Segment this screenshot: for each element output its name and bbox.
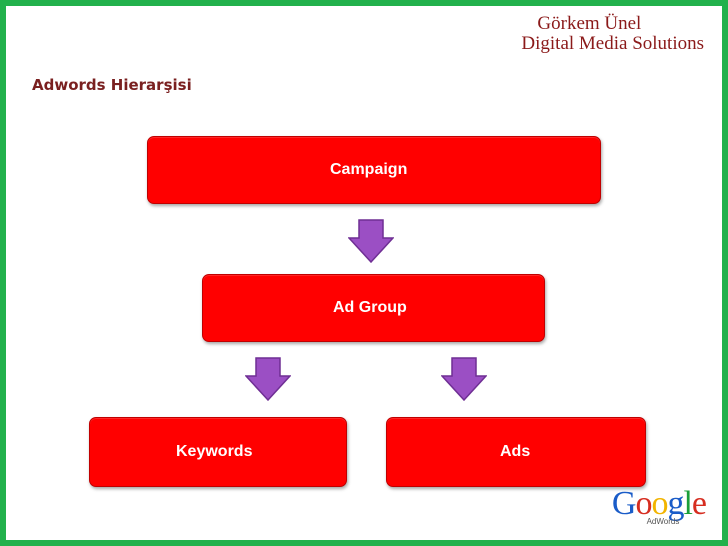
brand-header: Görkem Ünel Digital Media Solutions bbox=[521, 14, 704, 54]
brand-name: Görkem Ünel bbox=[537, 13, 642, 34]
keywords-label: Keywords bbox=[176, 443, 253, 460]
google-adwords-logo: Google AdWords bbox=[611, 485, 707, 527]
ad-group-label: Ad Group bbox=[333, 299, 407, 316]
ads-box: Ads bbox=[386, 417, 646, 487]
arrow-down-icon bbox=[348, 219, 394, 263]
arrow-down-icon bbox=[245, 357, 291, 401]
logo-letter: g bbox=[667, 485, 684, 522]
google-wordmark: Google bbox=[611, 485, 707, 522]
adwords-label: AdWords bbox=[646, 517, 680, 526]
logo-letter: o bbox=[635, 485, 652, 522]
logo-letter: o bbox=[651, 485, 668, 522]
brand-subtitle: Digital Media Solutions bbox=[521, 33, 704, 54]
logo-letter: e bbox=[691, 485, 707, 522]
logo-letter: G bbox=[611, 485, 637, 522]
campaign-box: Campaign bbox=[147, 136, 601, 204]
keywords-box: Keywords bbox=[89, 417, 347, 487]
arrow-down-icon bbox=[441, 357, 487, 401]
logo-letter: l bbox=[683, 485, 693, 522]
campaign-label: Campaign bbox=[330, 161, 408, 178]
ads-label: Ads bbox=[500, 443, 531, 460]
ad-group-box: Ad Group bbox=[202, 274, 545, 342]
slide-title: Adwords Hierarşisi bbox=[32, 76, 192, 94]
